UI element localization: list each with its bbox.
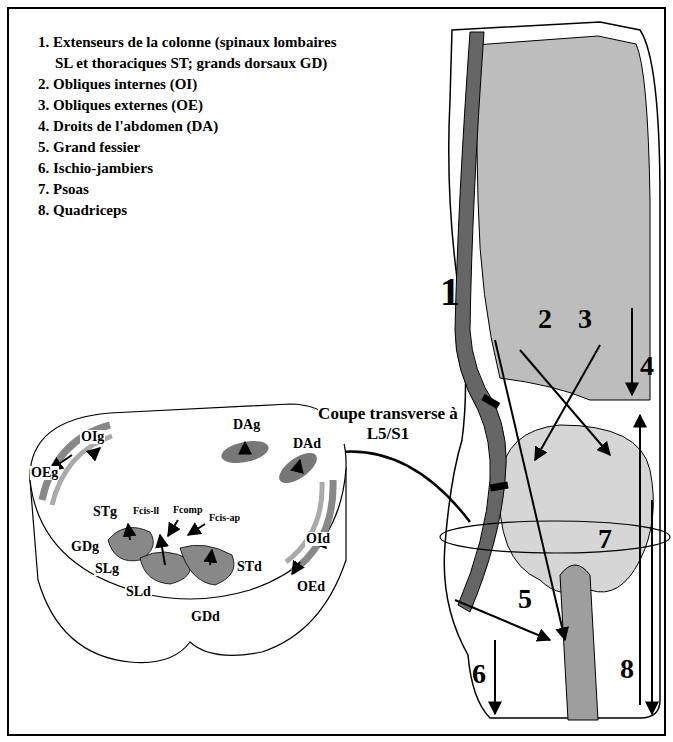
force-label: Fcis-ll xyxy=(132,506,160,516)
callout-number: 8 xyxy=(620,655,634,683)
muscle-label: SLg xyxy=(94,562,120,576)
muscle-label: GDd xyxy=(190,610,221,624)
legend-item: 4. Droits de l'abdomen (DA) xyxy=(38,116,338,137)
force-label: Fcis-ap xyxy=(208,513,241,523)
muscle-label: OIg xyxy=(80,430,105,444)
muscle-label: SLd xyxy=(125,585,152,599)
muscle-label: OEd xyxy=(296,580,326,594)
legend-item: 5. Grand fessier xyxy=(38,137,338,158)
muscle-label: GDg xyxy=(70,540,100,554)
callout-number: 5 xyxy=(518,585,532,613)
section-caption: Coupe transverse à L5/S1 xyxy=(318,404,458,444)
legend-item: 2. Obliques internes (OI) xyxy=(38,74,338,95)
legend-item: 6. Ischio-jambiers xyxy=(38,158,338,179)
muscle-label: STd xyxy=(236,560,263,574)
callout-number: 3 xyxy=(578,305,592,333)
callout-number: 2 xyxy=(538,305,552,333)
force-label: Fcomp xyxy=(172,505,203,515)
muscle-label: DAg xyxy=(232,418,261,432)
muscle-label: STg xyxy=(92,505,118,519)
muscle-label: DAd xyxy=(292,437,322,451)
legend-item: 1. Extenseurs de la colonne (spinaux lom… xyxy=(38,32,338,74)
muscle-label: OEg xyxy=(30,466,59,480)
legend-list: 1. Extenseurs de la colonne (spinaux lom… xyxy=(38,32,338,221)
muscle-label: OId xyxy=(305,532,331,546)
callout-number: 1 xyxy=(440,272,460,312)
callout-number: 7 xyxy=(598,525,612,553)
legend-item: 3. Obliques externes (OE) xyxy=(38,95,338,116)
legend-item: 8. Quadriceps xyxy=(38,200,338,221)
legend-item: 7. Psoas xyxy=(38,179,338,200)
callout-number: 4 xyxy=(640,352,654,380)
callout-number: 6 xyxy=(472,660,486,688)
